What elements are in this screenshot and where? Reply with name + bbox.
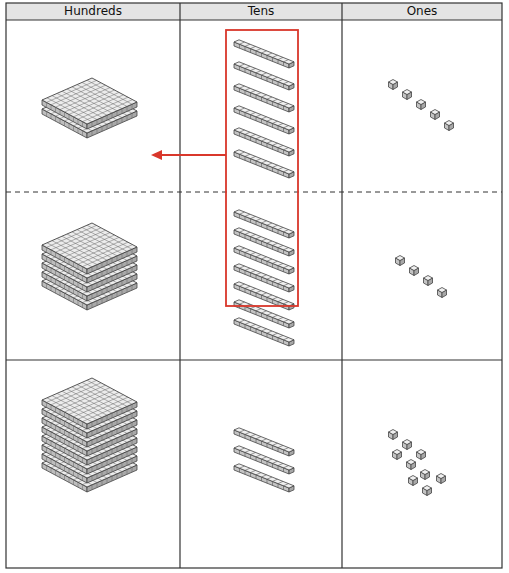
one-cube [417, 100, 426, 110]
cube-top [423, 486, 432, 491]
hundred-flat [42, 223, 137, 274]
one-cube [417, 450, 426, 460]
one-cube [389, 430, 398, 440]
one-cube [403, 90, 412, 100]
cube-top [438, 288, 447, 293]
one-cube [403, 440, 412, 450]
column-rule [341, 3, 342, 568]
cube-top [421, 470, 430, 475]
one-cube [445, 121, 454, 131]
ten-rod [234, 318, 294, 346]
cube-top [389, 430, 398, 435]
one-cube [438, 288, 447, 298]
one-cube [410, 266, 419, 276]
regroup-arrow [160, 154, 226, 156]
cube-top [403, 90, 412, 95]
flat-grid [47, 80, 133, 127]
one-cube [424, 276, 433, 286]
rod-lines [240, 130, 289, 154]
column-header: Tens [180, 3, 342, 20]
one-cube [389, 80, 398, 90]
rod-lines [240, 466, 289, 490]
hundred-flat [42, 78, 137, 129]
cube-top [431, 110, 440, 115]
one-cube [396, 256, 405, 266]
ten-rod [234, 464, 294, 492]
column-rule [179, 3, 180, 568]
regroup-box [226, 30, 298, 306]
cube-top [424, 276, 433, 281]
one-cube [393, 450, 402, 460]
cube-top [445, 121, 454, 126]
cube-top [396, 256, 405, 261]
rod-side [234, 152, 289, 178]
cube-top [393, 450, 402, 455]
column-header: Hundreds [6, 3, 180, 20]
one-cube [407, 460, 416, 470]
row-rule [6, 359, 502, 360]
cube-top [407, 460, 416, 465]
cube-top [410, 266, 419, 271]
column-header: Ones [342, 3, 502, 20]
rod-lines [240, 86, 289, 110]
cube-top [409, 476, 418, 481]
one-cube [431, 110, 440, 120]
cube-top [417, 100, 426, 105]
rod-lines [240, 42, 289, 66]
flat-grid [47, 380, 133, 427]
one-cube [423, 486, 432, 496]
cube-top [389, 80, 398, 85]
one-cube [437, 474, 446, 484]
rod-side [234, 466, 289, 492]
hundred-flat [42, 378, 137, 429]
cube-top [437, 474, 446, 479]
one-cube [409, 476, 418, 486]
header-rule [6, 19, 502, 20]
arrow-head [151, 150, 162, 160]
rod-lines [240, 152, 289, 176]
flat-grid [47, 225, 133, 272]
rod-lines [240, 108, 289, 132]
cube-top [403, 440, 412, 445]
ten-rod [234, 150, 294, 178]
dashed-row-rule [6, 192, 502, 193]
one-cube [421, 470, 430, 480]
rod-lines [240, 64, 289, 88]
rod-side [234, 320, 289, 346]
header-band [6, 3, 502, 20]
rod-lines [240, 320, 289, 344]
table-border [6, 3, 502, 568]
cube-top [417, 450, 426, 455]
